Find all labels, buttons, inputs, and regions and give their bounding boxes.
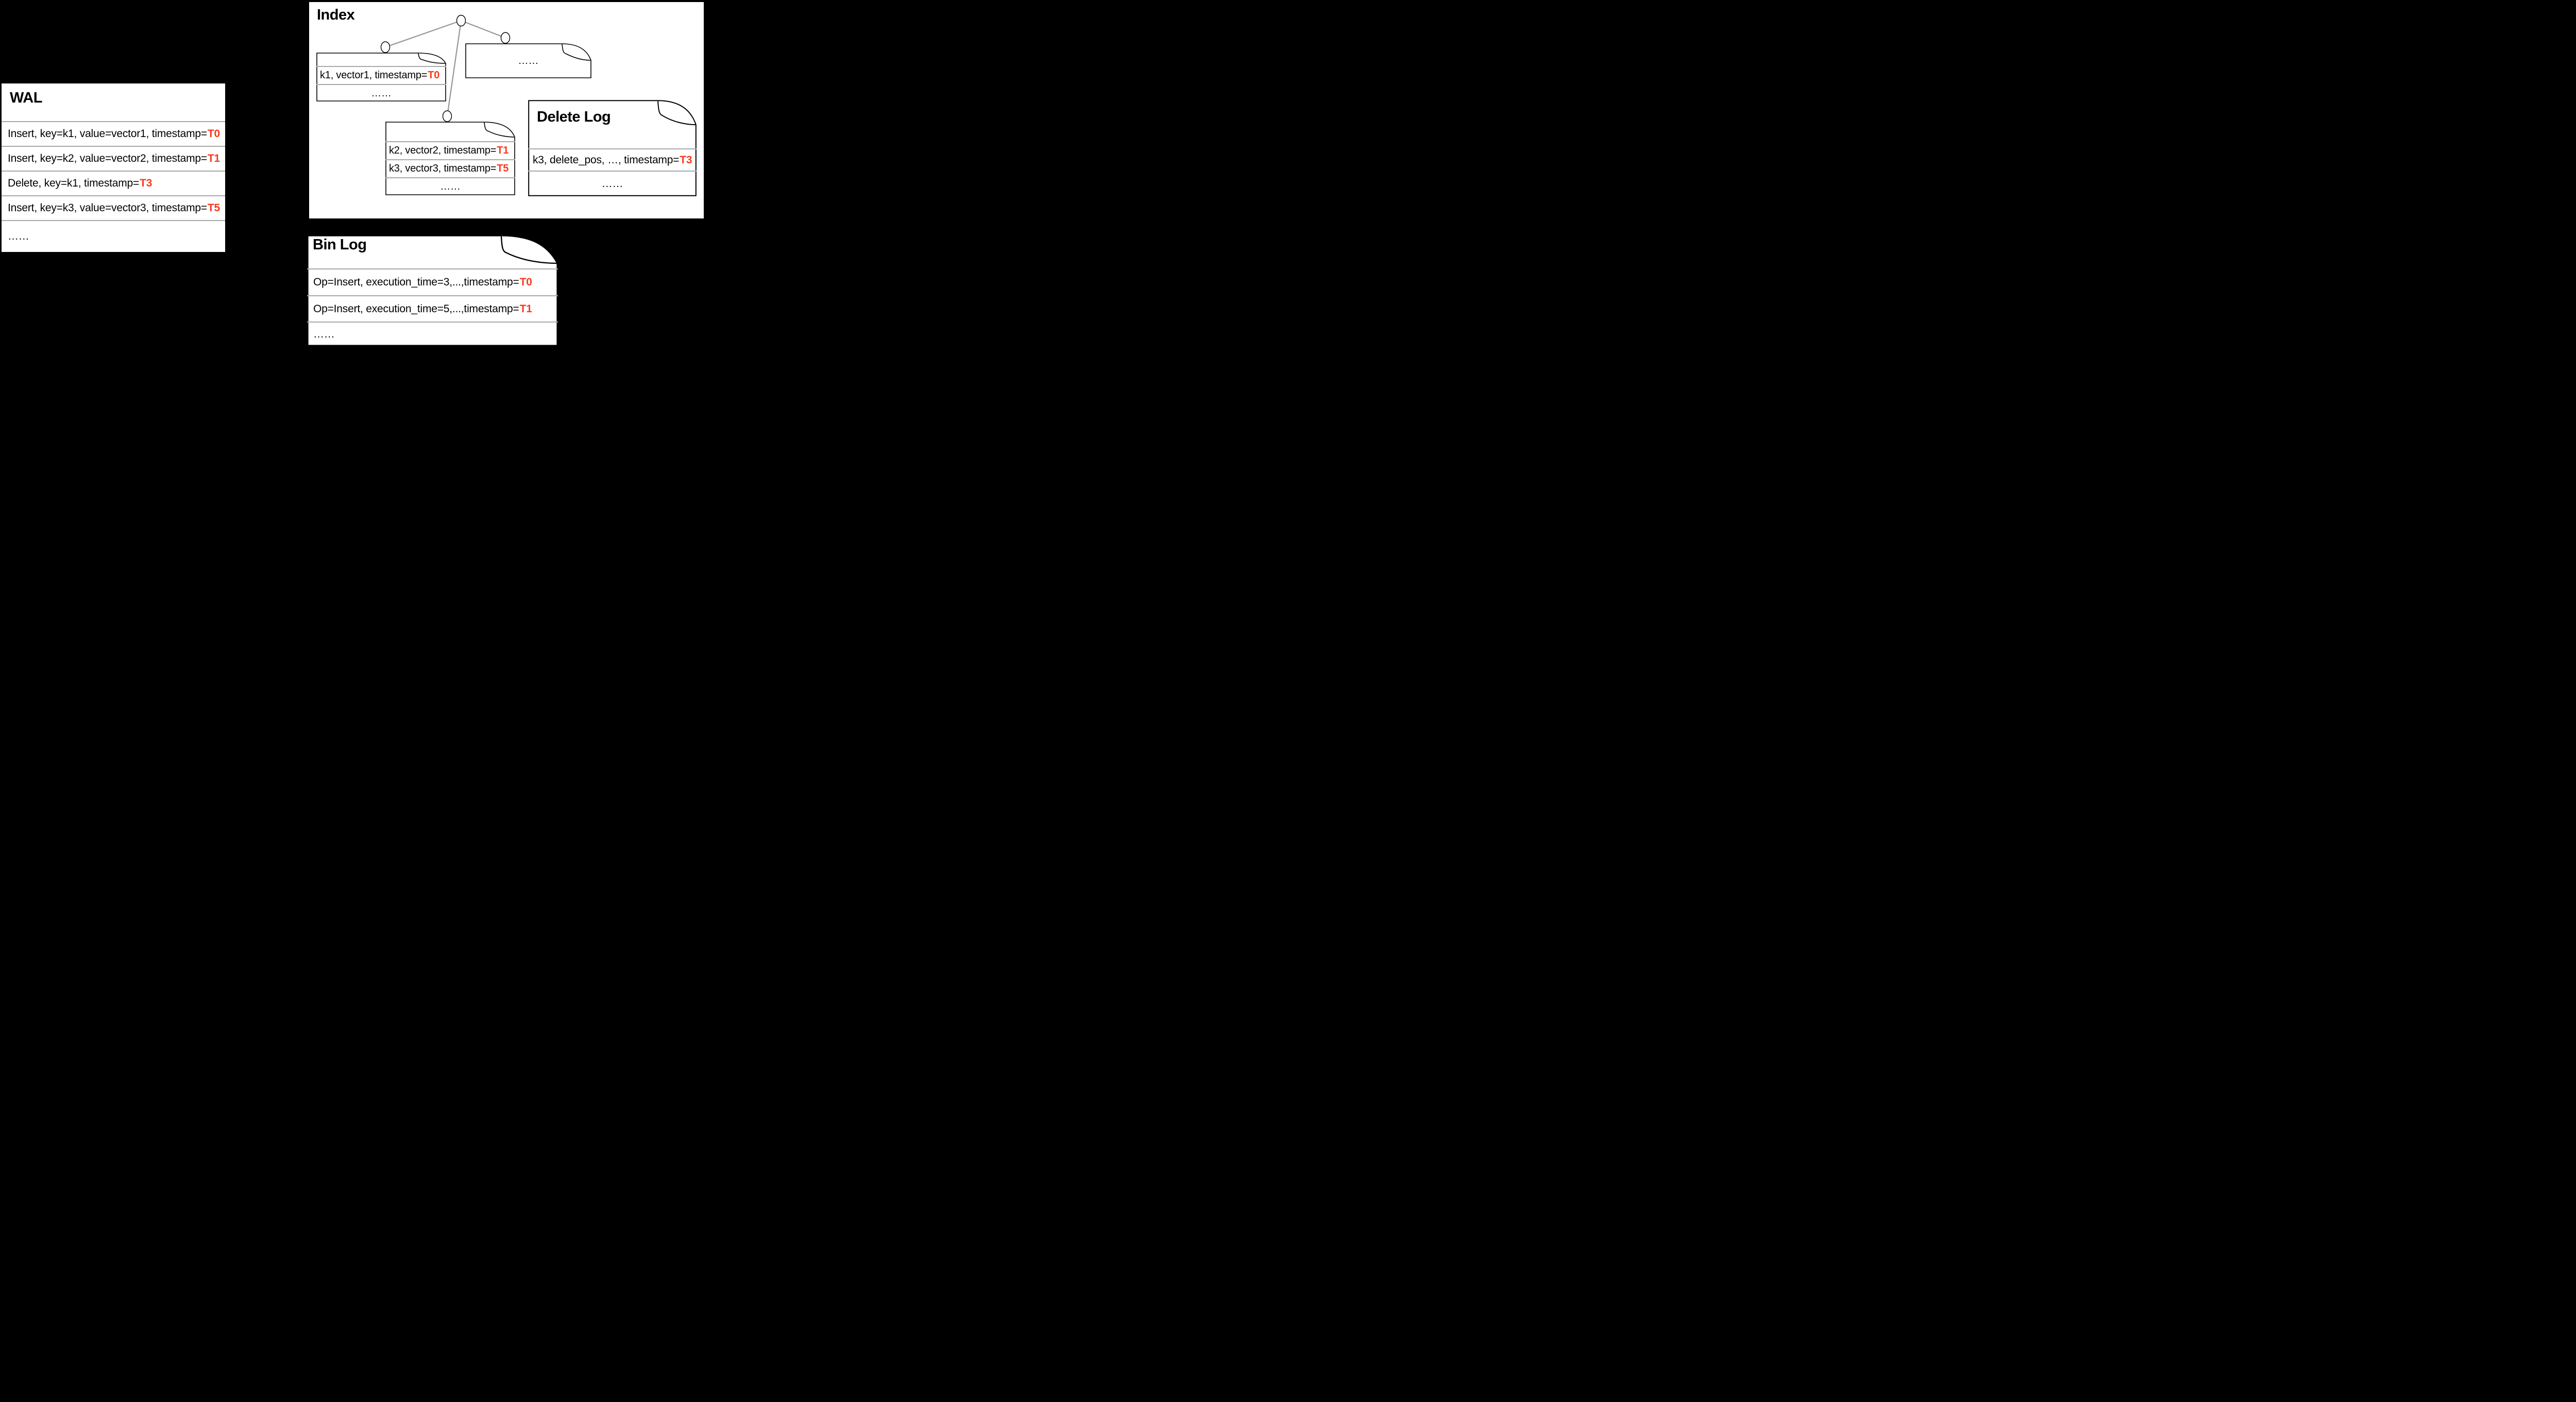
timestamp-badge: T3: [140, 177, 152, 189]
tree-node-left: [380, 41, 391, 53]
delete-log-box: Delete Log k3, delete_pos, …, timestamp=…: [528, 100, 697, 196]
page-fold-icon: [528, 100, 697, 196]
tree-edge-root-left: [385, 20, 462, 48]
timestamp-badge: T5: [497, 163, 509, 174]
wal-row-4: Insert, key=k3, value=vector3, timestamp…: [2, 195, 225, 220]
timestamp-badge: T0: [519, 276, 532, 288]
page-fold-icon: [307, 235, 558, 346]
tree-edge-root-right: [461, 20, 506, 39]
wal-row-1-text: Insert, key=k1, value=vector1, timestamp…: [8, 128, 207, 140]
index-segment-doc-1: k1, vector1, timestamp=T0 ……: [316, 53, 446, 102]
timestamp-badge: T3: [680, 154, 692, 166]
wal-row-3-text: Delete, key=k1, timestamp=: [8, 177, 140, 189]
bin-log-row-ellipsis: ……: [307, 322, 558, 346]
wal-row-2-text: Insert, key=k2, value=vector2, timestamp…: [8, 153, 207, 164]
wal-row-3: Delete, key=k1, timestamp=T3: [2, 171, 225, 195]
timestamp-badge: T1: [519, 302, 532, 315]
doc3-row-ellipsis: ……: [385, 177, 515, 195]
wal-title: WAL: [10, 90, 42, 106]
timestamp-badge: T5: [207, 202, 221, 214]
bin-log-title: Bin Log: [313, 237, 367, 253]
index-segment-doc-2: ……: [465, 43, 591, 78]
wal-row-2: Insert, key=k2, value=vector2, timestamp…: [2, 146, 225, 171]
timestamp-badge: T1: [207, 153, 221, 164]
bin-log-row-2: Op=Insert, execution_time=5,...,timestam…: [307, 295, 558, 322]
page-fold-icon: [385, 122, 515, 195]
doc1-row-1: k1, vector1, timestamp=T0: [316, 66, 446, 84]
wal-row-1: Insert, key=k1, value=vector1, timestamp…: [2, 121, 225, 146]
doc3-row-1: k2, vector2, timestamp=T1: [385, 141, 515, 159]
delete-log-row-1: k3, delete_pos, …, timestamp=T3: [528, 148, 697, 171]
timestamp-badge: T0: [428, 70, 440, 81]
wal-row-4-text: Insert, key=k3, value=vector3, timestamp…: [8, 202, 207, 214]
index-segment-doc-3: k2, vector2, timestamp=T1 k3, vector3, t…: [385, 122, 515, 195]
delete-log-row-ellipsis: ……: [528, 171, 697, 196]
tree-node-mid: [442, 110, 452, 122]
diagram-canvas: WAL Insert, key=k1, value=vector1, times…: [0, 0, 704, 350]
page-fold-icon: [316, 53, 446, 102]
wal-row-ellipsis: ……: [2, 220, 225, 252]
delete-log-title: Delete Log: [537, 109, 611, 125]
bin-log-row-1: Op=Insert, execution_time=3,...,timestam…: [307, 268, 558, 295]
tree-node-right: [500, 32, 511, 44]
page-fold-icon: [465, 43, 591, 78]
doc2-ellipsis: ……: [518, 55, 539, 66]
tree-edge-root-mid: [446, 20, 462, 116]
bin-log-box: Bin Log Op=Insert, execution_time=3,...,…: [307, 235, 558, 346]
index-title: Index: [317, 7, 355, 23]
wal-box: WAL Insert, key=k1, value=vector1, times…: [2, 83, 225, 252]
timestamp-badge: T1: [497, 145, 509, 156]
tree-node-root: [456, 14, 466, 27]
doc1-row-ellipsis: ……: [316, 84, 446, 102]
doc3-row-2: k3, vector3, timestamp=T5: [385, 159, 515, 177]
timestamp-badge: T0: [207, 128, 221, 140]
index-tree: [380, 14, 511, 122]
